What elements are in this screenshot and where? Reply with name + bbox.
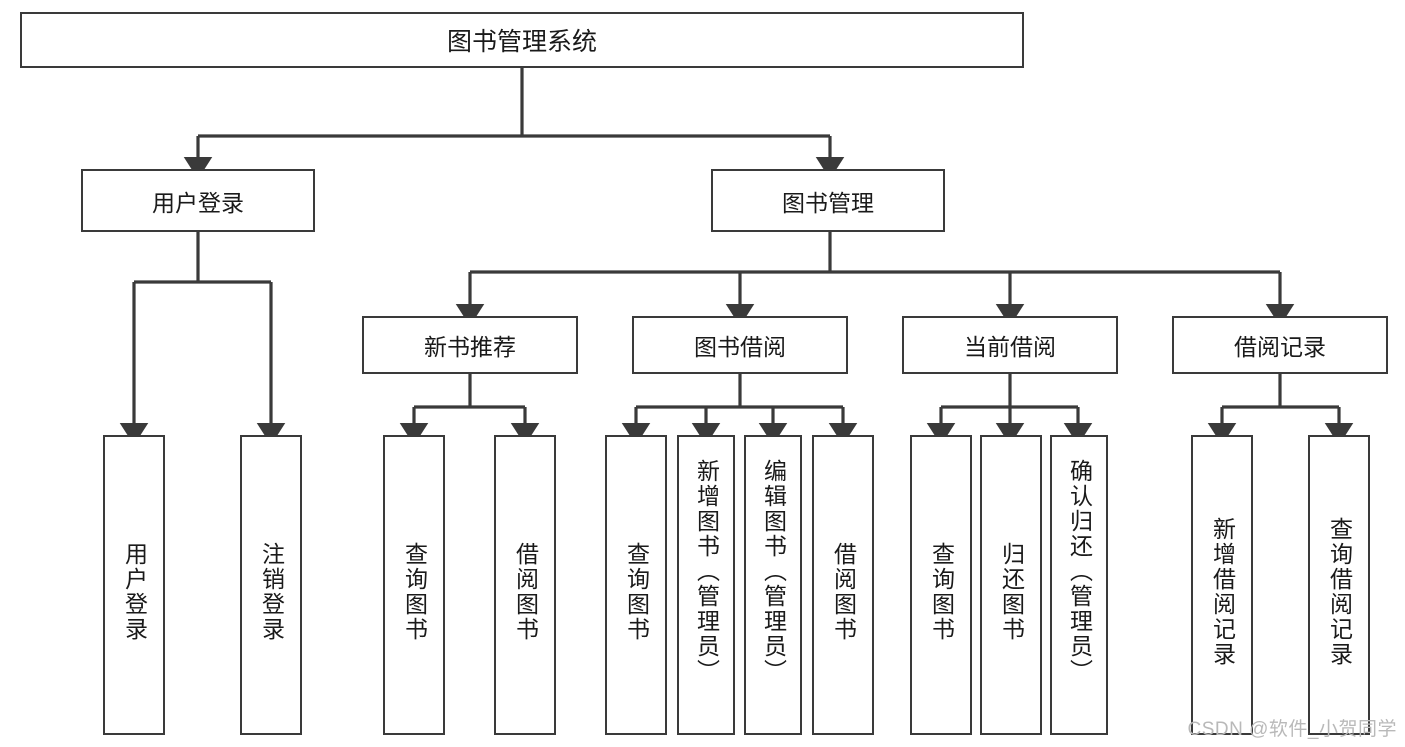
leaf-query-borrow-record-inner: 查询借阅记录	[1310, 451, 1368, 733]
node-new-book-recommend[interactable]: 新书推荐	[362, 316, 578, 374]
leaf-edit-book-admin[interactable]: 编辑图书（管理员）	[744, 435, 802, 735]
leaf-return-book[interactable]: 归还图书	[980, 435, 1042, 735]
leaf-user-login[interactable]: 用户登录	[103, 435, 165, 735]
node-book-management[interactable]: 图书管理	[711, 169, 945, 232]
node-user-login[interactable]: 用户登录	[81, 169, 315, 232]
leaf-add-book-admin-label: 新增图书（管理员）	[693, 459, 720, 684]
leaf-query-borrow-record[interactable]: 查询借阅记录	[1308, 435, 1370, 735]
leaf-rec-borrow-book[interactable]: 借阅图书	[494, 435, 556, 735]
leaf-rec-borrow-book-inner: 借阅图书	[496, 451, 554, 733]
leaf-edit-book-admin-label: 编辑图书（管理员）	[760, 459, 787, 684]
node-current-borrow[interactable]: 当前借阅	[902, 316, 1118, 374]
leaf-rec-query-book[interactable]: 查询图书	[383, 435, 445, 735]
leaf-logout-inner: 注销登录	[242, 451, 300, 733]
leaf-rec-borrow-book-label: 借阅图书	[512, 542, 539, 642]
node-new-book-recommend-label: 新书推荐	[424, 334, 516, 360]
leaf-borrow-query-book-label: 查询图书	[623, 542, 650, 642]
node-current-borrow-label: 当前借阅	[964, 334, 1056, 360]
leaf-cur-query-book[interactable]: 查询图书	[910, 435, 972, 735]
leaf-user-login-inner: 用户登录	[105, 451, 163, 733]
leaf-cur-query-book-label: 查询图书	[928, 542, 955, 642]
node-book-borrow[interactable]: 图书借阅	[632, 316, 848, 374]
leaf-user-login-label: 用户登录	[121, 542, 148, 642]
leaf-logout-label: 注销登录	[258, 542, 285, 642]
node-borrow-record-label: 借阅记录	[1234, 334, 1326, 360]
leaf-rec-query-book-inner: 查询图书	[385, 451, 443, 733]
leaf-borrow-book[interactable]: 借阅图书	[812, 435, 874, 735]
leaf-borrow-book-inner: 借阅图书	[814, 451, 872, 733]
node-borrow-record[interactable]: 借阅记录	[1172, 316, 1388, 374]
leaf-cur-query-book-inner: 查询图书	[912, 451, 970, 733]
leaf-borrow-query-book[interactable]: 查询图书	[605, 435, 667, 735]
leaf-query-borrow-record-label: 查询借阅记录	[1326, 517, 1353, 667]
leaf-return-book-label: 归还图书	[998, 542, 1025, 642]
leaf-confirm-return-admin-inner: 确认归还（管理员）	[1052, 451, 1106, 733]
leaf-return-book-inner: 归还图书	[982, 451, 1040, 733]
node-book-management-label: 图书管理	[782, 189, 874, 216]
leaf-add-book-admin-inner: 新增图书（管理员）	[679, 451, 733, 733]
leaf-rec-query-book-label: 查询图书	[401, 542, 428, 642]
leaf-borrow-query-book-inner: 查询图书	[607, 451, 665, 733]
leaf-add-borrow-record-label: 新增借阅记录	[1209, 517, 1236, 667]
leaf-confirm-return-admin[interactable]: 确认归还（管理员）	[1050, 435, 1108, 735]
leaf-edit-book-admin-inner: 编辑图书（管理员）	[746, 451, 800, 733]
leaf-borrow-book-label: 借阅图书	[830, 542, 857, 642]
leaf-confirm-return-admin-label: 确认归还（管理员）	[1066, 459, 1093, 684]
watermark-text: CSDN @软件_小贺同学	[1187, 719, 1397, 740]
node-book-borrow-label: 图书借阅	[694, 334, 786, 360]
node-user-login-label: 用户登录	[152, 189, 244, 216]
leaf-add-borrow-record-inner: 新增借阅记录	[1193, 451, 1251, 733]
node-root[interactable]: 图书管理系统	[20, 12, 1024, 68]
leaf-add-borrow-record[interactable]: 新增借阅记录	[1191, 435, 1253, 735]
leaf-logout[interactable]: 注销登录	[240, 435, 302, 735]
node-root-label: 图书管理系统	[446, 28, 597, 56]
leaf-add-book-admin[interactable]: 新增图书（管理员）	[677, 435, 735, 735]
